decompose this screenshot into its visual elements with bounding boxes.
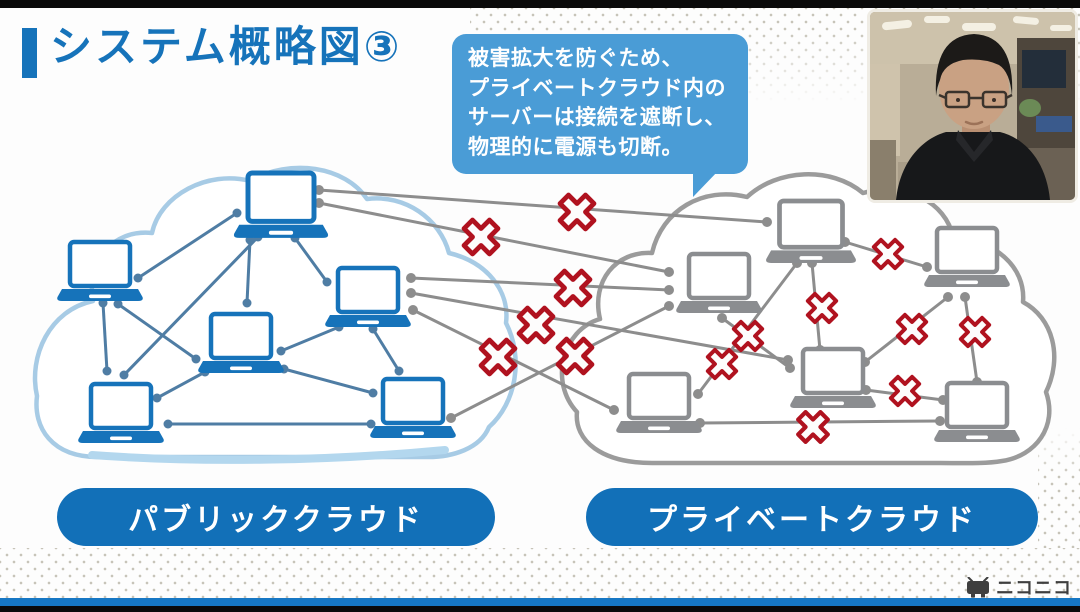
bottom-black-bar bbox=[0, 606, 1080, 612]
laptop-private-6 bbox=[934, 380, 1020, 442]
public-cloud-label: パブリッククラウド bbox=[57, 488, 495, 546]
x-mark bbox=[461, 217, 501, 257]
speech-bubble-tail bbox=[693, 170, 719, 197]
watermark-text: ニコニコ bbox=[996, 578, 1072, 598]
laptop-public-4 bbox=[198, 311, 284, 373]
presenter-person bbox=[896, 34, 1050, 200]
laptop-screen bbox=[626, 371, 692, 421]
private-cloud-label: プライベートクラウド bbox=[586, 488, 1038, 546]
connection-blue bbox=[133, 208, 242, 283]
laptop-slot bbox=[230, 366, 252, 371]
slide-header: システム概略図③ bbox=[22, 20, 402, 78]
connection-blue bbox=[113, 299, 201, 364]
bottom-blue-bar bbox=[0, 598, 1080, 607]
speech-bubble-line: サーバーは接続を遮断し、 bbox=[468, 106, 726, 129]
laptop-screen bbox=[934, 225, 1000, 275]
speech-bubble-line: 被害拡大を防ぐため、 bbox=[468, 47, 683, 70]
laptop-private-3 bbox=[676, 251, 762, 313]
laptop-screen bbox=[208, 311, 274, 361]
speech-bubble: 被害拡大を防ぐため、 プライベートクラウド内の サーバーは接続を遮断し、 物理的… bbox=[452, 34, 748, 174]
speech-bubble-line: 物理的に電源も切断。 bbox=[468, 135, 683, 159]
laptop-private-2 bbox=[924, 225, 1010, 287]
laptop-slot bbox=[357, 320, 379, 325]
laptop-slot bbox=[822, 401, 844, 406]
x-mark bbox=[557, 192, 597, 232]
glasses bbox=[938, 90, 1013, 109]
connection-gray bbox=[408, 305, 619, 415]
dot-pattern-right bbox=[1038, 428, 1080, 548]
public-cloud-base-accent bbox=[88, 446, 449, 464]
speech-bubble-line: プライベートクラウド内の bbox=[468, 76, 726, 100]
laptop-slot bbox=[648, 426, 670, 431]
connection-blue bbox=[119, 232, 263, 380]
laptop-slot bbox=[799, 256, 823, 260]
laptop-screen bbox=[88, 381, 154, 431]
laptop-slot bbox=[966, 435, 988, 440]
laptop-slot bbox=[89, 294, 111, 299]
laptop-public-5 bbox=[78, 381, 164, 443]
laptop-public-3 bbox=[325, 265, 411, 327]
laptop-screen bbox=[800, 346, 866, 396]
laptop-slot bbox=[402, 431, 424, 436]
connection-gray bbox=[314, 185, 772, 227]
x-mark bbox=[895, 312, 929, 346]
x-mark bbox=[871, 237, 905, 271]
laptop-screen bbox=[245, 170, 317, 224]
laptop-slot bbox=[268, 230, 294, 235]
connection-gray bbox=[314, 198, 674, 277]
laptop-screen bbox=[944, 380, 1010, 430]
top-black-bar bbox=[0, 0, 1080, 8]
x-mark bbox=[555, 336, 595, 376]
severed-x-marks bbox=[461, 192, 992, 444]
laptop-public-2 bbox=[57, 239, 143, 301]
ceiling-lights bbox=[882, 16, 1072, 31]
x-mark bbox=[805, 291, 839, 325]
presenter-illustration bbox=[870, 12, 1075, 200]
dot-pattern-bottom bbox=[0, 548, 1080, 598]
webcam-feed bbox=[867, 9, 1078, 203]
office-plant bbox=[1019, 99, 1041, 117]
office-monitor bbox=[1022, 50, 1066, 88]
tv-icon bbox=[967, 576, 989, 597]
x-mark bbox=[478, 337, 518, 377]
laptop-screen bbox=[686, 251, 752, 301]
laptop-screen bbox=[380, 376, 446, 426]
laptop-public-6 bbox=[370, 376, 456, 438]
laptop-private-5 bbox=[616, 371, 702, 433]
title-accent-bar bbox=[22, 28, 37, 78]
laptop-screen bbox=[67, 239, 133, 289]
connection-gray bbox=[406, 273, 674, 295]
laptop-slot bbox=[110, 436, 132, 441]
laptop-slot bbox=[956, 280, 978, 285]
x-mark bbox=[516, 305, 556, 345]
laptop-slot bbox=[708, 306, 730, 311]
laptop-public-1 bbox=[233, 170, 329, 238]
x-mark bbox=[958, 315, 992, 349]
page-title: システム概略図③ bbox=[50, 23, 403, 70]
niconico-watermark: ニコニコ bbox=[966, 574, 1072, 600]
x-mark bbox=[553, 268, 593, 308]
laptop-private-4 bbox=[790, 346, 876, 408]
laptop-private-1 bbox=[766, 198, 856, 263]
x-mark bbox=[888, 374, 922, 408]
laptop-screen bbox=[335, 265, 401, 315]
connection-gray bbox=[406, 288, 793, 365]
x-mark bbox=[705, 347, 739, 381]
laptop-nodes bbox=[57, 170, 1020, 443]
laptop-screen bbox=[777, 198, 845, 250]
x-mark bbox=[731, 319, 765, 353]
x-mark bbox=[796, 410, 830, 444]
connection-blue bbox=[163, 419, 376, 429]
